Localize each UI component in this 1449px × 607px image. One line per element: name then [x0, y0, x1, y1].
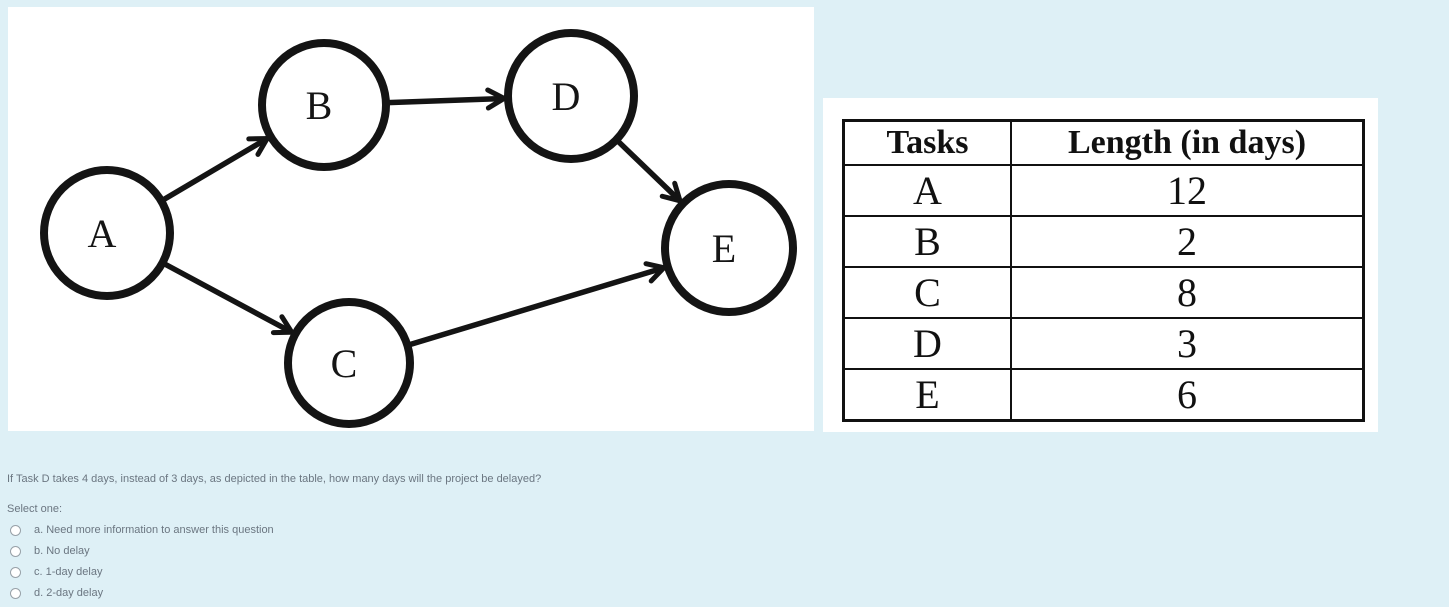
answer-option-c[interactable]: c. 1-day delay [7, 562, 541, 583]
edge-A-C-arrow [161, 261, 297, 336]
radio-button-a[interactable] [10, 525, 21, 536]
project-network-diagram: A B D C E [40, 29, 797, 428]
node-D-circle [504, 29, 638, 163]
edge-B-D-arrow [385, 87, 510, 111]
task-cell: B [842, 215, 1012, 268]
option-label-c: c. 1-day delay [34, 566, 103, 578]
option-label-a: a. Need more information to answer this … [34, 524, 274, 536]
length-cell: 12 [1010, 164, 1365, 217]
length-cell: 3 [1010, 317, 1365, 370]
option-label-b: b. No delay [34, 545, 90, 557]
answer-option-b[interactable]: b. No delay [7, 541, 541, 562]
node-D-label: D [552, 74, 581, 119]
column-header-length: Length (in days) [1010, 119, 1365, 166]
node-A-circle [40, 166, 174, 300]
length-cell: 6 [1010, 368, 1365, 422]
node-E-label: E [712, 226, 736, 271]
length-cell: 2 [1010, 215, 1365, 268]
node-E-circle [661, 180, 797, 316]
node-D: D [504, 29, 638, 163]
node-B-circle [258, 39, 390, 171]
task-cell: C [842, 266, 1012, 319]
radio-button-b[interactable] [10, 546, 21, 557]
answer-option-a[interactable]: a. Need more information to answer this … [7, 520, 541, 541]
column-header-tasks: Tasks [842, 119, 1012, 166]
node-B-label: B [306, 83, 333, 128]
radio-button-d[interactable] [10, 588, 21, 599]
question-text: If Task D takes 4 days, instead of 3 day… [7, 473, 542, 485]
node-A: A [40, 166, 174, 300]
edge-C-E-arrow [406, 261, 669, 348]
node-C-label: C [331, 341, 358, 386]
task-cell: A [842, 164, 1012, 217]
answer-options: a. Need more information to answer this … [7, 520, 541, 604]
question-block: If Task D takes 4 days, instead of 3 day… [7, 473, 541, 604]
edge-D-E-arrow [615, 138, 684, 205]
task-cell: D [842, 317, 1012, 370]
option-label-d: d. 2-day delay [34, 587, 104, 599]
select-one-label: Select one: [7, 503, 63, 515]
node-A-label: A [88, 211, 117, 256]
node-E: E [661, 180, 797, 316]
radio-button-c[interactable] [10, 567, 21, 578]
node-C: C [284, 298, 414, 428]
network-diagram-panel: A B D C E [8, 7, 814, 431]
answer-option-d[interactable]: d. 2-day delay [7, 583, 541, 604]
edge-A-B-arrow [160, 135, 272, 203]
node-C-circle [284, 298, 414, 428]
length-cell: 8 [1010, 266, 1365, 319]
task-cell: E [842, 368, 1012, 422]
node-B: B [258, 39, 390, 171]
